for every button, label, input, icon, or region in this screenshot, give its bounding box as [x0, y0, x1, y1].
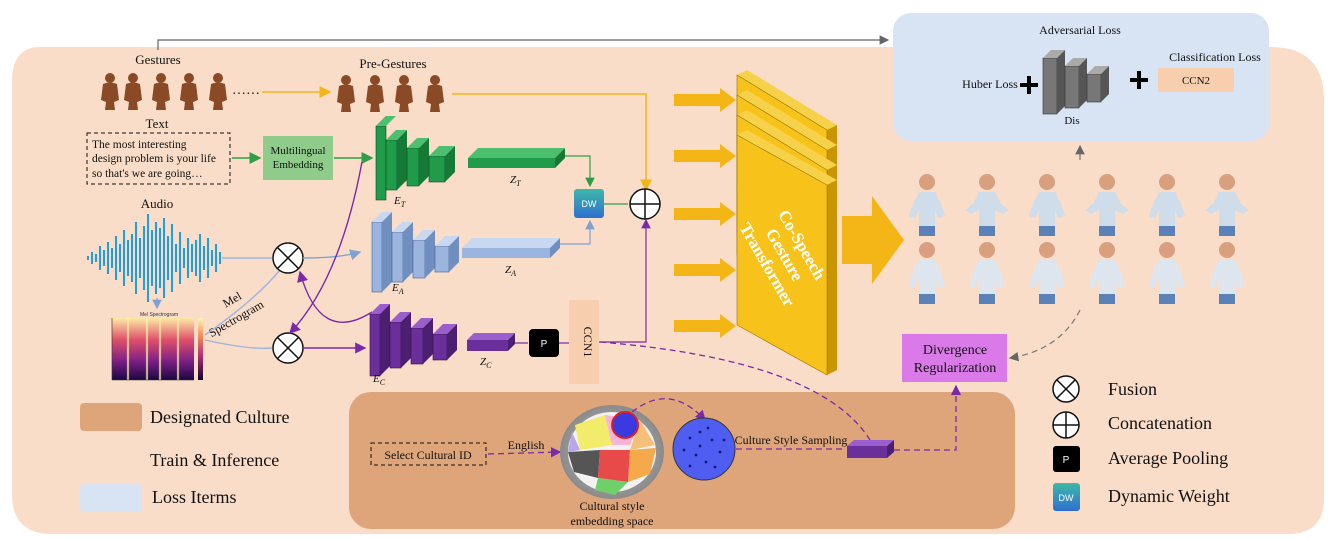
fusion-icon-audio [272, 242, 304, 274]
pre-gestures-label: Pre-Gestures [359, 56, 426, 71]
legend-loss-items: Loss Iterms [152, 487, 237, 507]
ccn2-label: CCN2 [1182, 75, 1210, 87]
select-cultural-id-box [370, 442, 487, 466]
legend-average-pooling: Average Pooling [1108, 448, 1229, 468]
ccn1-to-sampling-dashed [599, 341, 871, 441]
z-c-latent [467, 333, 515, 351]
average-pooling-box [529, 329, 559, 357]
mel-to-top-fusion-line [204, 269, 281, 336]
text-sample-line-1: The most interesting [92, 139, 187, 151]
ccn2-box [1158, 68, 1234, 92]
ccn1-to-concat-line [599, 218, 651, 343]
z-a-label: ZA [505, 264, 516, 278]
discriminator [1042, 50, 1109, 115]
legend-swatch-train-inference [80, 446, 142, 474]
e-a-label: EA [391, 282, 404, 296]
select-cultural-id-label: Select Cultural ID [384, 448, 472, 462]
output-avatars [909, 174, 1249, 304]
legend-dw-icon [1053, 483, 1080, 511]
text-sample-box [86, 132, 231, 185]
embedding-space-label-1: Cultural style [580, 499, 645, 513]
divergence-label-1: Divergence [923, 343, 987, 358]
multilingual-embedding-label-2: Embedding [273, 159, 324, 171]
legend-pooling-icon [1053, 446, 1080, 472]
plus-icon-2 [1130, 71, 1148, 89]
multilingual-embedding-label-1: Multilingual [271, 145, 326, 157]
gesture-ellipsis: …… [232, 83, 260, 98]
huber-loss-label: Huber Loss [962, 77, 1018, 91]
dw-label: DW [582, 199, 597, 209]
legend-swatch-designated-culture [80, 403, 142, 431]
dis-label: Dis [1064, 115, 1079, 127]
vector-to-divergence-dashed [894, 384, 962, 451]
co-speech-gesture-transformer [736, 70, 837, 376]
legend-dynamic-weight: Dynamic Weight [1108, 486, 1230, 506]
z-t-to-dw-line [565, 155, 595, 188]
english-label: English [508, 438, 545, 452]
legend-p-symbol: P [1063, 455, 1070, 466]
z-t-label: ZT [510, 174, 521, 188]
mel-to-fusion-line [204, 339, 273, 349]
legend-train-inference: Train & Inference [150, 450, 280, 470]
culture-feedback-line-1 [289, 161, 363, 335]
multilingual-embedding-box [263, 136, 333, 180]
concatenation-icon [629, 188, 661, 220]
text-encoder [375, 116, 455, 201]
audio-waveform [87, 214, 221, 302]
text-label: Text [146, 116, 169, 131]
adversarial-loss-label: Adversarial Loss [1039, 23, 1121, 37]
legend-concatenation: Concatenation [1108, 413, 1212, 433]
transformer-output-arrow [842, 196, 904, 284]
classification-loss-label: Classification Loss [1169, 50, 1261, 64]
p-label: P [541, 339, 548, 350]
svg-text:Mel Spectrogram: Mel Spectrogram [140, 312, 178, 318]
avatars-to-divergence-dashed [1008, 309, 1081, 362]
divergence-regularization-box [902, 334, 1007, 382]
e-c-label: EC [372, 373, 386, 387]
ccn1-box [569, 300, 599, 384]
legend-dw-symbol: DW [1059, 493, 1074, 503]
z-a-to-dw-line [560, 219, 595, 245]
legend-designated-culture: Designated Culture [150, 407, 290, 427]
text-sample-line-2: design problem is your life [92, 153, 216, 165]
cultural-id-to-space-arrow [487, 447, 562, 458]
z-a-latent [462, 238, 560, 258]
e-t-label: ET [393, 195, 406, 209]
legend-fusion-icon [1052, 375, 1080, 403]
culture-feedback-line-2 [297, 270, 373, 323]
mel-spectrogram-plot: Mel Spectrogram [111, 312, 203, 381]
legend-icons: P DW [1052, 375, 1080, 511]
audio-label: Audio [141, 196, 174, 211]
z-c-label: ZC [480, 356, 492, 370]
fusion-icon-culture [272, 332, 304, 364]
legend-fusion: Fusion [1108, 379, 1158, 399]
plus-icon-1 [1020, 76, 1038, 94]
dynamic-weight-box [574, 189, 604, 218]
cultural-style-embedding-space [560, 405, 664, 499]
gesture-figures [101, 73, 227, 110]
culture-style-sampling-label: Culture Style Sampling [735, 433, 848, 447]
space-to-sampled-arrow [631, 398, 706, 421]
legend-swatch-loss-items [80, 484, 142, 512]
embedding-space-label-2: embedding space [571, 514, 654, 528]
audio-encoder [371, 212, 459, 293]
gesture-to-loss-arrow [157, 35, 890, 50]
z-t-latent [468, 148, 565, 168]
gestures-label: Gestures [135, 52, 181, 67]
legend-concatenation-icon [1052, 411, 1080, 439]
divergence-label-2: Regularization [914, 361, 996, 376]
pre-gesture-figures [337, 75, 444, 112]
culture-encoder [369, 304, 457, 377]
text-sample-line-3: so that's we are going… [92, 168, 203, 180]
ccn1-label: CCN1 [581, 327, 595, 358]
transformer-input-arrows [674, 88, 736, 338]
sampled-culture-style [672, 417, 736, 481]
sampled-style-vector [847, 440, 894, 458]
pregestures-to-concat-line [452, 93, 652, 192]
